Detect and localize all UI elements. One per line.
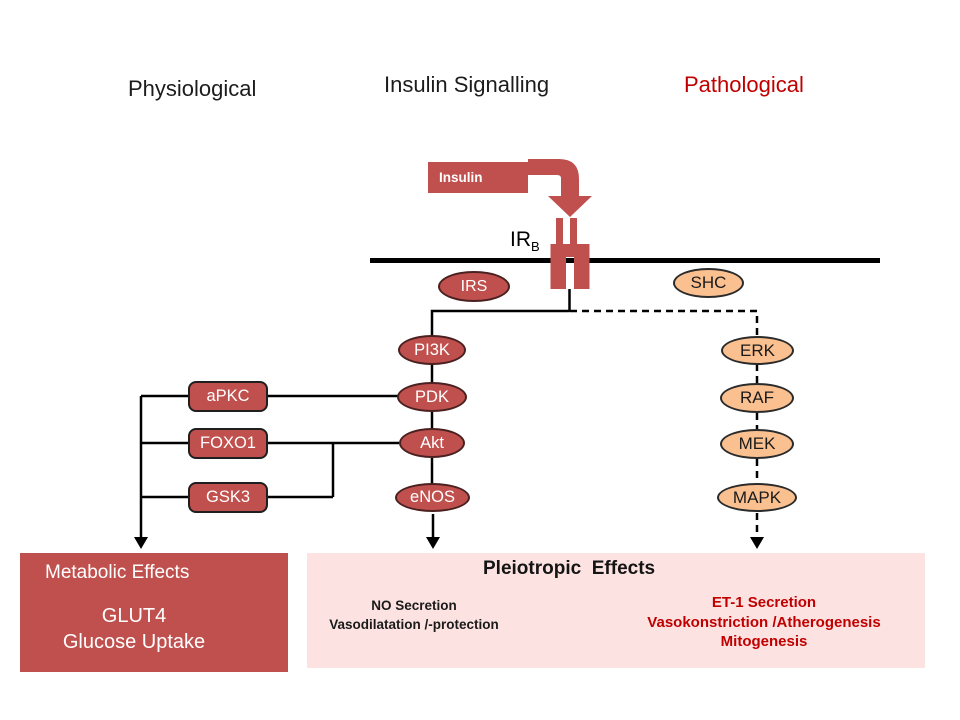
node-pdk: PDK (397, 382, 467, 412)
dashed-connectors (570, 309, 759, 538)
insulin-label-box: Insulin (428, 162, 528, 193)
receptor-label-subscript: B (531, 239, 540, 255)
line-vasodilatation: Vasodilatation /-protection (329, 617, 499, 632)
arrowhead-metabolic-down (134, 537, 148, 549)
node-akt: Akt (399, 428, 465, 458)
solid-connectors (139, 289, 571, 539)
receptor-label-main: IR (510, 228, 531, 251)
node-mapk: MAPK (717, 483, 797, 512)
metabolic-line-glut4: GLUT4 (101, 605, 167, 627)
box-apkc: aPKC (188, 381, 268, 412)
line-mitogenesis: Mitogenesis (720, 633, 808, 650)
box-foxo1: FOXO1 (188, 428, 268, 459)
node-erk: ERK (721, 336, 794, 365)
metabolic-line-glucose-uptake: Glucose Uptake (62, 631, 206, 653)
line-et1-secretion: ET-1 Secretion (711, 594, 817, 611)
header-insulin-signalling: Insulin Signalling (384, 72, 550, 97)
metabolic-effects-lines: GLUT4 Glucose Uptake (20, 603, 248, 655)
metabolic-effects-panel: Metabolic Effects GLUT4 Glucose Uptake (20, 553, 288, 672)
node-enos: eNOS (395, 483, 470, 512)
insulin-curved-arrow (528, 159, 592, 217)
node-mek: MEK (720, 429, 794, 459)
node-pi3k: PI3K (398, 335, 466, 365)
pleiotropic-effects-panel: Pleiotropic Effects NO Secretion Vasodil… (307, 553, 925, 668)
pleiotropic-effects-title: Pleiotropic Effects (483, 558, 656, 579)
box-gsk3: GSK3 (188, 482, 268, 513)
header-pathological: Pathological (684, 72, 804, 97)
arrowheads (134, 537, 764, 549)
metabolic-effects-title: Metabolic Effects (45, 562, 190, 583)
pleiotropic-physiological-lines: NO Secretion Vasodilatation /-protection (307, 596, 521, 634)
receptor-label: IRB (510, 228, 540, 254)
pleiotropic-pathological-lines: ET-1 Secretion Vasokonstriction /Atherog… (614, 593, 914, 652)
header-physiological: Physiological (128, 76, 257, 101)
line-no-secretion: NO Secretion (371, 598, 457, 613)
node-raf: RAF (720, 383, 794, 413)
node-shc: SHC (673, 268, 744, 298)
node-irs: IRS (438, 271, 510, 302)
arrowhead-mapk-down (750, 537, 764, 549)
line-vasokonstriction: Vasokonstriction /Atherogenesis (647, 613, 881, 631)
arrowhead-enos-down (426, 537, 440, 549)
insulin-receptor-icon (550, 218, 590, 289)
